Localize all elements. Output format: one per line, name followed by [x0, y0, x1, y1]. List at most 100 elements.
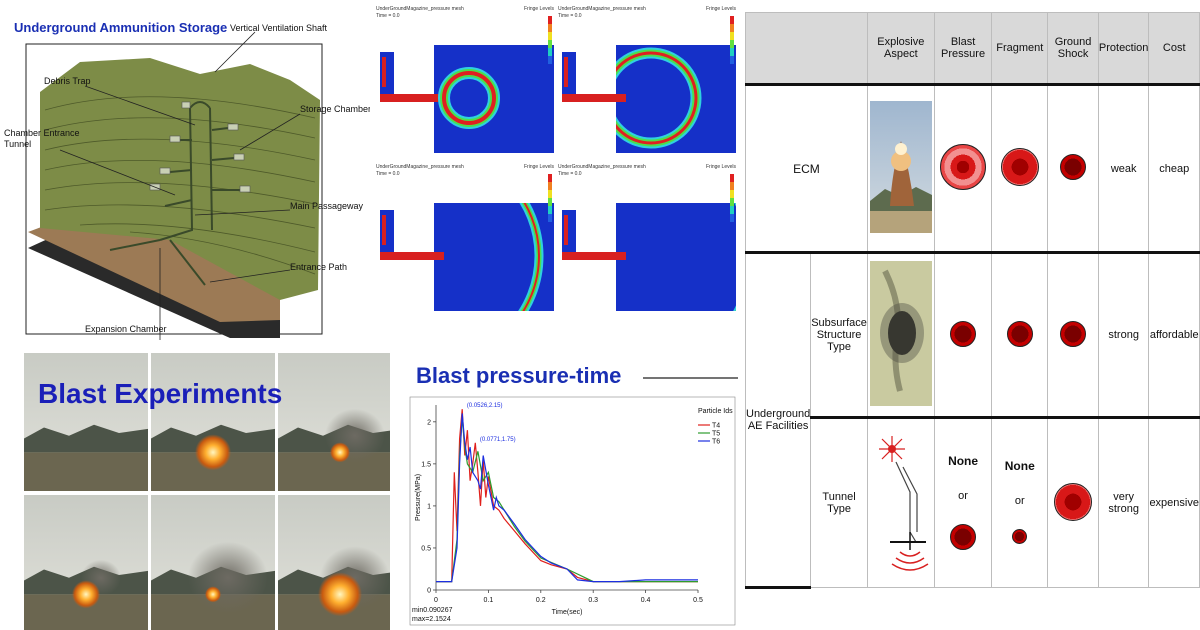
sim-legend-swatch [548, 206, 552, 214]
sim-fringe-title: Fringe Levels [524, 164, 555, 170]
tunnel-fragment-none: None [1004, 459, 1035, 473]
min-label: min0.090267 [412, 607, 453, 614]
row-tunnel-aspect [866, 417, 935, 588]
shock-level-medium [1054, 482, 1093, 521]
header-cost: Cost [1148, 12, 1200, 86]
y-tick-label: 0 [427, 588, 431, 595]
header-empty [745, 12, 868, 86]
sim-legend-swatch [730, 48, 734, 56]
chart-frame [409, 396, 736, 626]
shock-level-small [1060, 154, 1087, 180]
storage-diagram-panel: Underground Ammunition Storage [0, 0, 370, 345]
experiment-photo [24, 495, 148, 630]
sim-frame-time: Time = 0.0 [558, 13, 582, 19]
sim-legend-swatch [548, 198, 552, 206]
sim-legend-swatch [730, 32, 734, 40]
subsurface-blast-photo [869, 261, 932, 406]
header-blast-pressure: Blast Pressure [933, 12, 993, 86]
diagram-title: Underground Ammunition Storage [14, 20, 227, 35]
sim-legend-swatch [548, 40, 552, 48]
blast-level-small [950, 523, 977, 550]
legend-entry: T4 [712, 423, 720, 430]
sim-legend-swatch [730, 40, 734, 48]
sim-legend-swatch [730, 206, 734, 214]
sim-shaft-pressure [382, 215, 386, 245]
diagram-frame [25, 43, 323, 335]
blast-level-small [950, 320, 977, 347]
series-line-T6 [436, 413, 698, 583]
legend-entry: T5 [712, 431, 720, 438]
sim-tunnel [380, 94, 444, 102]
label-storage: Storage Chamber [300, 104, 370, 114]
y-tick-label: 0.5 [421, 545, 431, 552]
sim-fringe-title: Fringe Levels [524, 6, 555, 12]
sim-tunnel [380, 252, 444, 260]
ecm-blast-photo [869, 101, 932, 233]
sim-legend-swatch [730, 24, 734, 32]
label-debris: Debris Trap [44, 76, 91, 86]
y-tick-label: 1.5 [421, 461, 431, 468]
row-subsurface-protection: strong [1097, 252, 1150, 419]
tunnel-fragment-or: or [1014, 495, 1025, 507]
sim-frame-time: Time = 0.0 [558, 171, 582, 177]
fragment-level-medium [1000, 148, 1039, 186]
sim-legend-swatch [730, 214, 734, 222]
sim-domain [616, 203, 736, 311]
label-main-passage: Main Passageway [290, 201, 364, 211]
sim-frame-header: UnderGroundMagazine_pressure mesh [558, 6, 646, 12]
experiments-panel: Blast Experiments [0, 345, 390, 630]
sim-tunnel [562, 94, 626, 102]
table-row: ECM weak cheap [745, 84, 1200, 254]
sim-legend-swatch [730, 174, 734, 182]
row-ecm-aspect [866, 84, 935, 254]
row-subsurface-shock [1047, 252, 1099, 419]
experiment-photo [151, 495, 275, 630]
header-protection: Protection [1097, 12, 1150, 86]
label-shaft: Vertical Ventilation Shaft [230, 23, 328, 33]
sim-legend-swatch [548, 174, 552, 182]
y-tick-label: 1 [427, 503, 431, 510]
second-peak-annotation: (0.0771,1.75) [480, 437, 516, 443]
row-ecm-name: ECM [745, 84, 868, 254]
sim-pressure-wave [518, 203, 544, 311]
sim-tunnel [562, 252, 626, 260]
soil-layer [28, 205, 280, 322]
legend-title: Particle Ids [698, 408, 733, 415]
sim-fringe-title: Fringe Levels [706, 164, 737, 170]
sim-legend-swatch [730, 190, 734, 198]
label-entrance-tunnel-2: Tunnel [4, 139, 31, 149]
sim-pressure-wave [438, 67, 500, 129]
row-tunnel-shock [1047, 417, 1099, 588]
experiment-photo [24, 353, 148, 491]
row-ecm-cost: cheap [1148, 84, 1200, 254]
x-axis-label: Time(sec) [552, 609, 583, 616]
sim-legend-swatch [548, 16, 552, 24]
shock-level-small [1060, 320, 1087, 347]
sim-legend-swatch [548, 182, 552, 190]
mountain-surface [40, 58, 320, 300]
label-entrance-path: Entrance Path [290, 262, 347, 272]
sim-legend-swatch [548, 56, 552, 64]
header-ground-shock: Ground Shock [1047, 12, 1099, 86]
peak-annotation: (0.0526,2.15) [467, 403, 503, 409]
label-entrance-tunnel-1: Chamber Entrance [4, 128, 80, 138]
sim-legend-swatch [730, 16, 734, 24]
